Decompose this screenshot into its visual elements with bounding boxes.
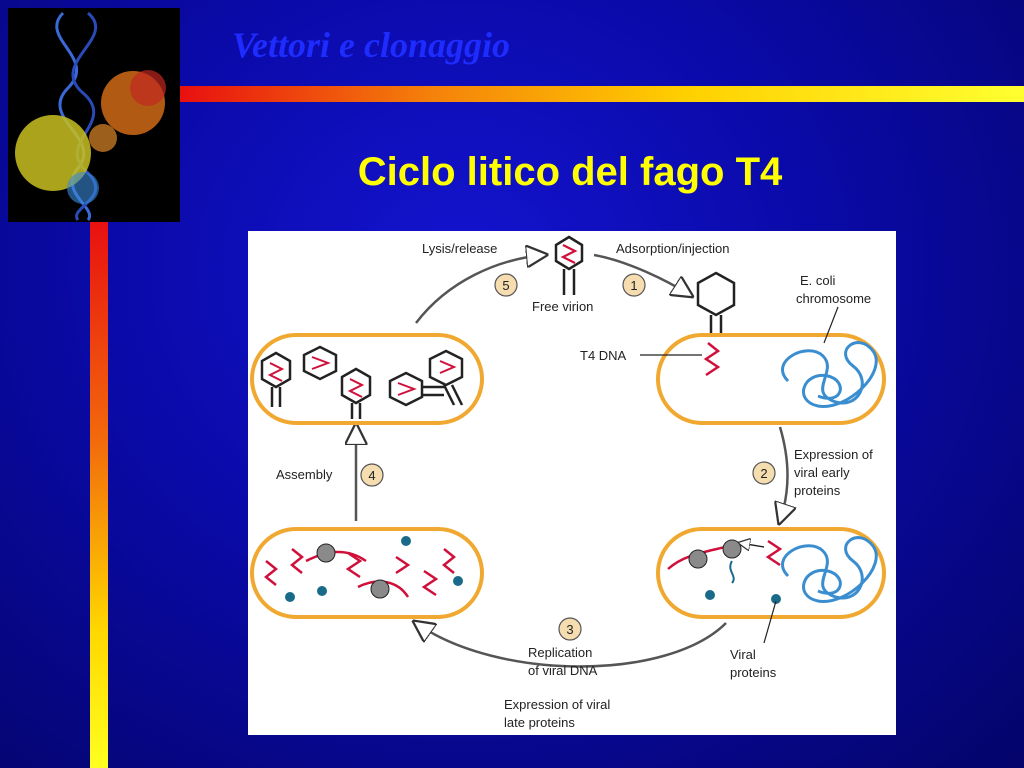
arrow-lysis	[415, 255, 544, 324]
arrow-replication	[416, 623, 727, 668]
ribosome-early-2	[722, 539, 742, 559]
label-ecoli-line2: chromosome	[796, 291, 871, 306]
ecoli-chromosome-2	[781, 536, 878, 603]
dna-protein-logo-image	[8, 8, 180, 222]
label-viral-proteins-line1: Viral	[730, 647, 756, 662]
label-step3-sub-line1: Expression of viral	[504, 697, 610, 712]
label-lysis-release: Lysis/release	[422, 241, 497, 256]
ecoli-chromosome-1	[781, 341, 878, 408]
vertical-accent-bar	[90, 222, 108, 768]
step-badges	[360, 273, 776, 641]
label-step2-line3: proteins	[794, 483, 841, 498]
step-2-number: 2	[760, 466, 767, 481]
arrow-early-expression	[780, 426, 788, 521]
cell-replication	[250, 527, 484, 619]
step-5-number: 5	[502, 278, 509, 293]
arrow-adsorption	[593, 253, 690, 295]
ribosome-early-1	[688, 549, 708, 569]
label-step3-sub-line2: late proteins	[504, 715, 575, 730]
label-adsorption-injection: Adsorption/injection	[616, 241, 729, 256]
free-virion-phage	[554, 235, 584, 295]
header-title: Vettori e clonaggio	[232, 25, 510, 65]
label-step2-line1: Expression of	[794, 447, 873, 462]
step-1-number: 1	[630, 278, 637, 293]
cell-infected	[656, 333, 886, 425]
horizontal-accent-bar	[180, 86, 1024, 102]
label-step3-line2: of viral DNA	[528, 663, 598, 678]
label-viral-proteins-line2: proteins	[730, 665, 777, 680]
step-4-number: 4	[368, 468, 375, 483]
adsorbed-phage	[696, 271, 736, 339]
label-assembly: Assembly	[276, 467, 333, 482]
label-step3-line1: Replication	[528, 645, 592, 660]
label-t4-dna: T4 DNA	[580, 348, 627, 363]
slide-title: Ciclo litico del fago T4	[357, 150, 783, 194]
t4-lytic-cycle-diagram: 1 5 2 3 4 Lysis/release Adsorption/injec…	[248, 231, 896, 735]
label-ecoli-line1: E. coli	[800, 273, 836, 288]
label-free-virion: Free virion	[532, 299, 593, 314]
label-step2-line2: viral early	[794, 465, 850, 480]
step-3-number: 3	[566, 622, 573, 637]
t4-dna-strand	[703, 342, 721, 377]
